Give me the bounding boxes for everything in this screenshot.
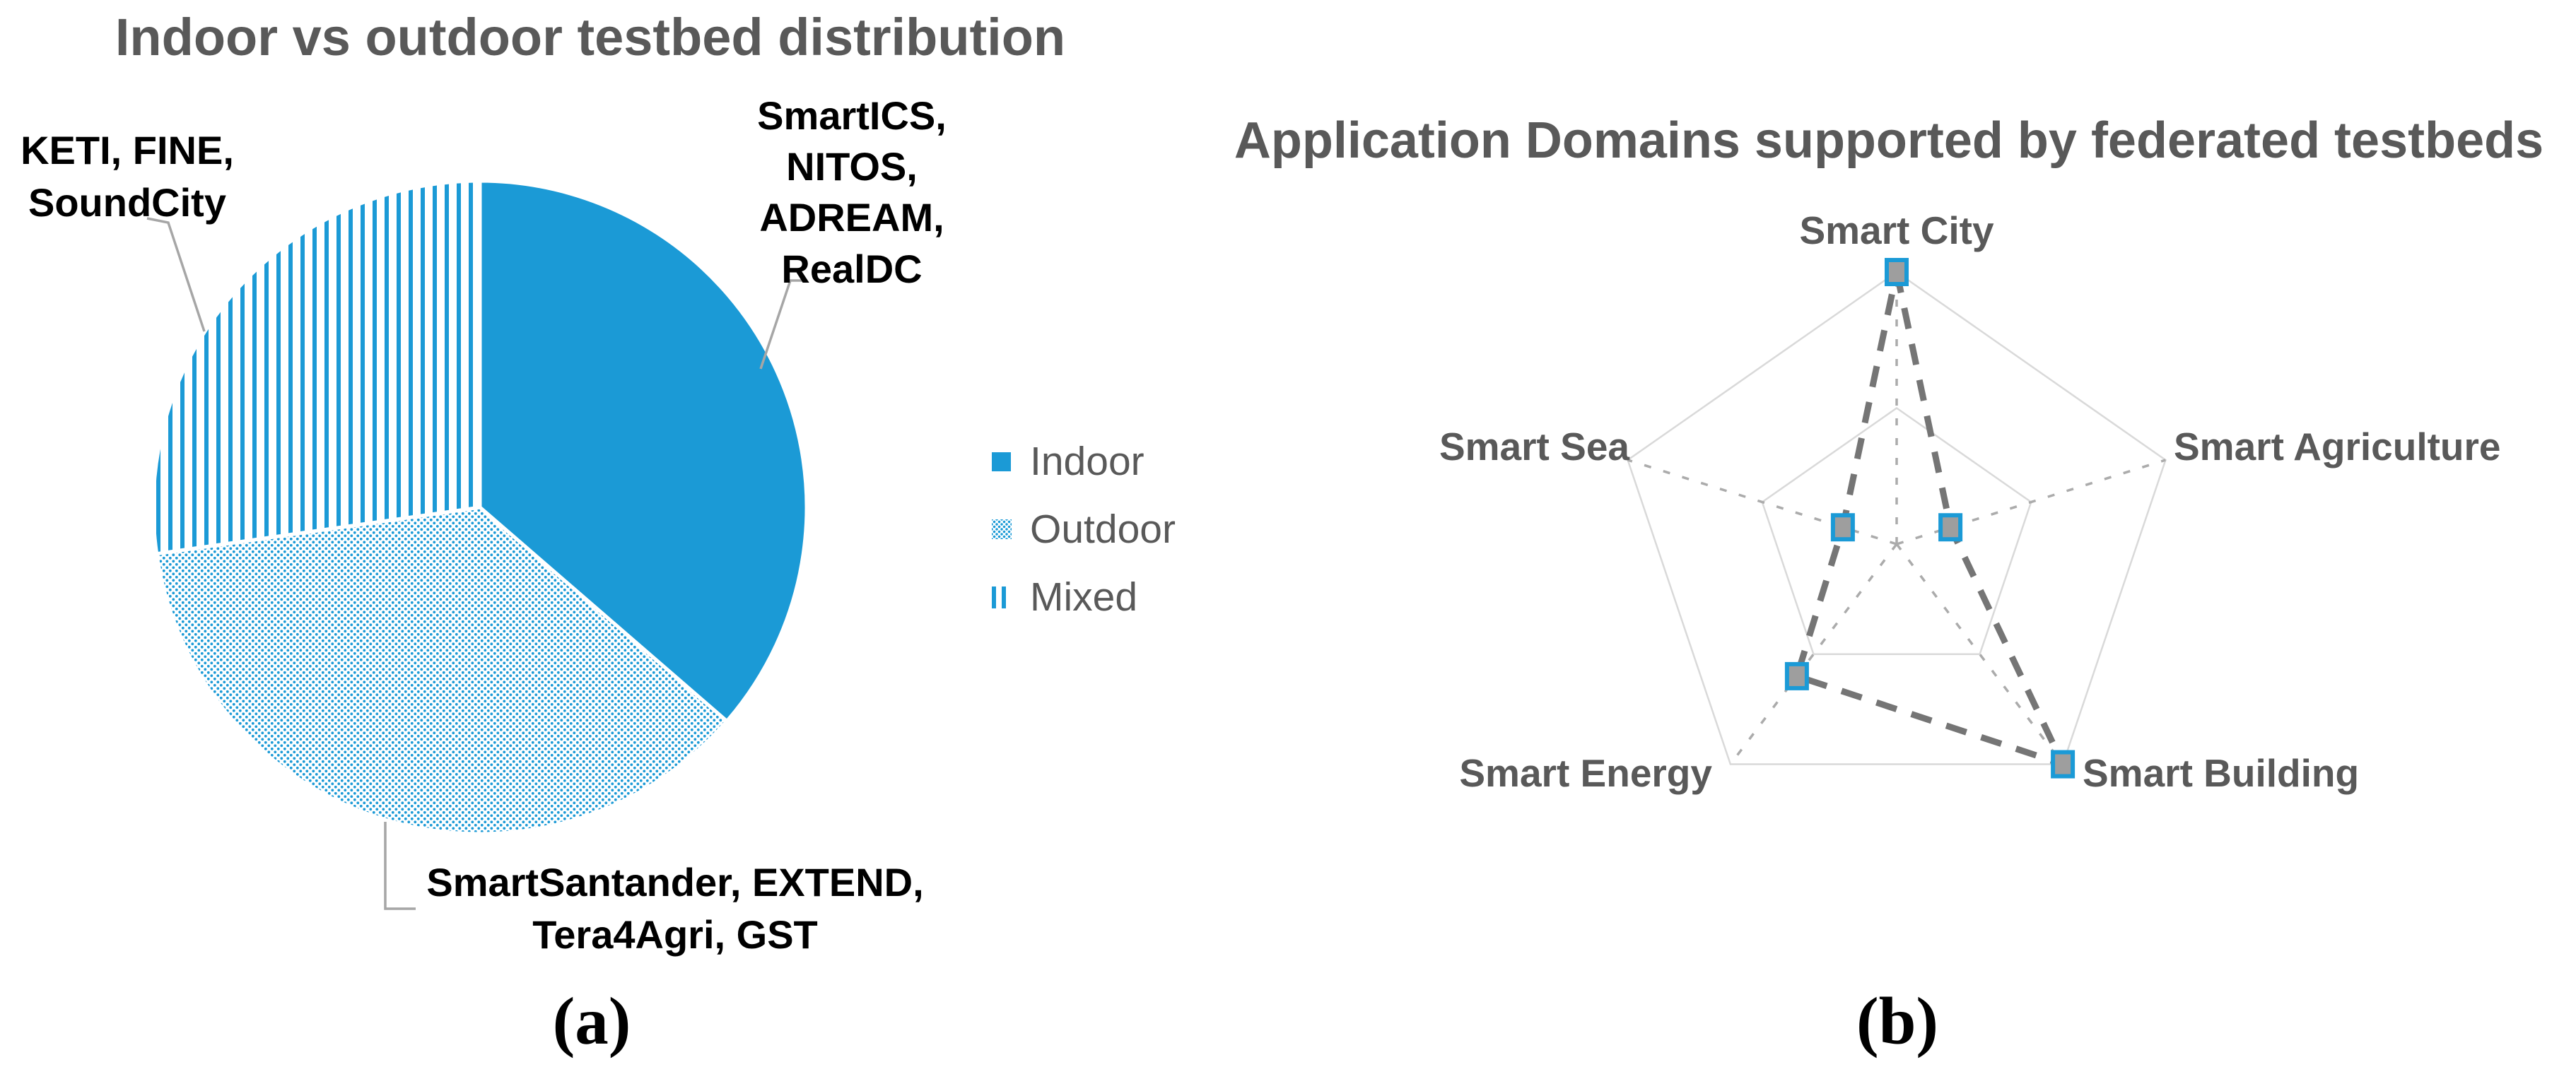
pie-legend: Indoor Outdoor Mixed xyxy=(992,428,1289,631)
legend-row-outdoor: Outdoor xyxy=(992,495,1289,563)
legend-row-mixed: Mixed xyxy=(992,563,1289,631)
pie-leader-mixed xyxy=(146,217,206,332)
legend-label-mixed: Mixed xyxy=(1030,574,1138,620)
radar-chart-title: Application Domains supported by federat… xyxy=(1234,112,2544,169)
radar-grid-ring xyxy=(1761,406,2032,655)
pie-annotation-mixed: KETI, FINE, SoundCity xyxy=(21,128,234,225)
legend-label-outdoor: Outdoor xyxy=(1030,507,1176,552)
radar-axis-label-smart-agriculture: Smart Agriculture xyxy=(2174,425,2501,468)
radar-marker-smart-agriculture xyxy=(1938,513,1963,542)
pie-slice-indoor xyxy=(478,179,809,723)
subfigure-caption-a: (a) xyxy=(552,984,631,1059)
pie-leader-outdoor xyxy=(384,822,416,910)
radar-spoke-smart-energy xyxy=(1729,543,1898,765)
radar-axis-label-smart-energy: Smart Energy xyxy=(1459,751,1712,795)
radar-marker-smart-city xyxy=(1885,258,1909,286)
subfigure-caption-b: (b) xyxy=(1856,984,1939,1059)
legend-swatch-indoor-icon xyxy=(992,452,1011,471)
radar-series-line xyxy=(1793,269,2066,767)
pie-slice-mixed xyxy=(151,179,482,556)
pie-leader-indoor xyxy=(759,279,807,370)
radar-marker-smart-sea xyxy=(1830,513,1855,542)
pie-annotation-indoor: SmartICS, NITOS, ADREAM, RealDC xyxy=(757,93,947,291)
legend-label-indoor: Indoor xyxy=(1030,439,1144,484)
radar-marker-smart-building xyxy=(2051,750,2076,779)
pie-chart-title: Indoor vs outdoor testbed distribution xyxy=(115,8,1066,66)
radar-axis-label-smart-building: Smart Building xyxy=(2083,751,2360,795)
radar-spoke-smart-agriculture xyxy=(1896,459,2166,546)
radar-spoke-smart-building xyxy=(1895,543,2064,765)
radar-axis-label-smart-city: Smart City xyxy=(1799,208,1994,252)
pie-slice-outdoor xyxy=(155,505,729,836)
legend-swatch-mixed-icon xyxy=(992,586,1006,608)
radar-marker-smart-energy xyxy=(1784,661,1809,690)
radar-grid-ring xyxy=(1627,271,2167,765)
radar-spoke-smart-sea xyxy=(1627,459,1897,546)
legend-swatch-outdoor-icon xyxy=(992,519,1012,539)
pie-annotation-outdoor: SmartSantander, EXTEND, Tera4Agri, GST xyxy=(426,860,924,957)
legend-row-indoor: Indoor xyxy=(992,428,1289,495)
radar-axis-label-smart-sea: Smart Sea xyxy=(1439,425,1629,468)
